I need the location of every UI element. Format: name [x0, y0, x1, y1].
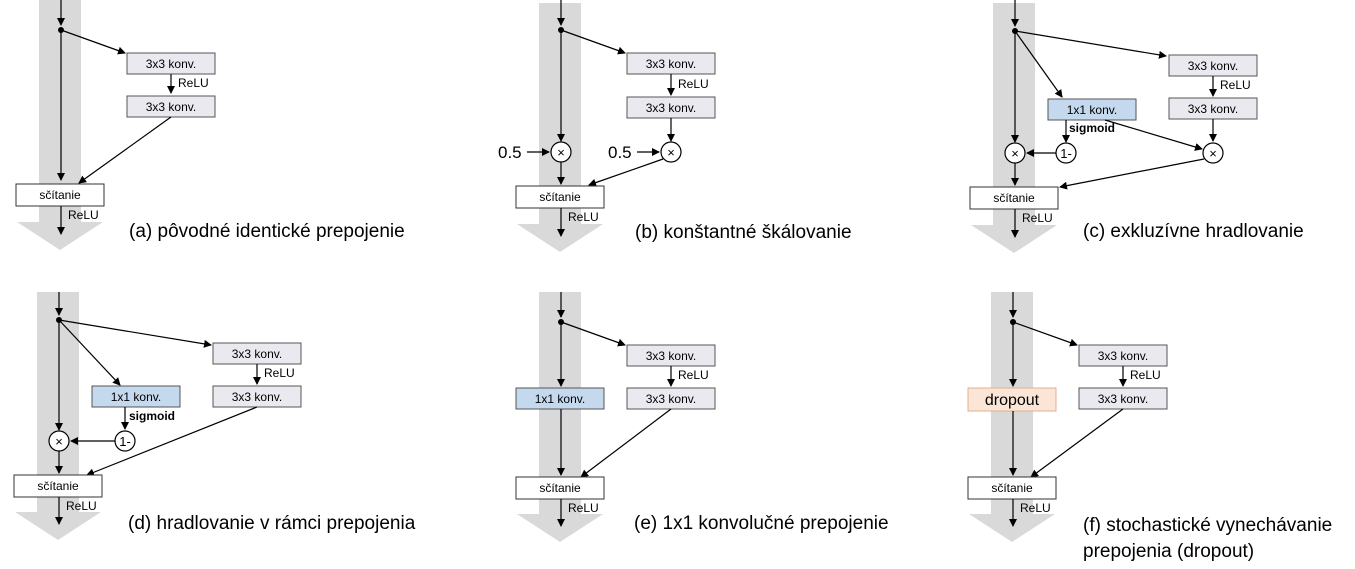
conv1-shortcut-box — [515, 387, 605, 410]
panel-c: 3x3 konv. ReLU 3x3 konv. 1x1 konv. sigmo… — [969, 0, 1304, 253]
relu-label: ReLU — [178, 76, 209, 90]
multiply-sign: × — [557, 145, 565, 160]
caption-e: (e) 1x1 konvolučné prepojenie — [634, 513, 889, 534]
caption-f-line2: prepojenia (dropout) — [1083, 541, 1254, 562]
sum-label: sčítanie — [37, 479, 79, 493]
caption-c: (c) exkluzívne hradlovanie — [1083, 221, 1304, 242]
conv3-label: 3x3 konv. — [1188, 59, 1238, 73]
conv1-label: 1x1 konv. — [535, 392, 585, 406]
conv3-label: 3x3 konv. — [146, 100, 196, 114]
sum-box — [969, 186, 1059, 210]
relu-label: ReLU — [1022, 211, 1053, 225]
relu-label: ReLU — [678, 368, 709, 382]
sum-label: sčítanie — [539, 481, 581, 495]
multiply-node — [660, 141, 682, 163]
sum-box — [515, 476, 605, 500]
sum-box — [15, 183, 105, 207]
caption-f-line1: (f) stochastické vynechávanie — [1083, 515, 1332, 536]
conv3-label: 3x3 konv. — [146, 57, 196, 71]
panel-b: 3x3 konv. ReLU 3x3 konv. × × 0.5 0.5 sčí… — [498, 0, 852, 252]
conv3-label: 3x3 konv. — [232, 390, 282, 404]
caption-a: (a) pôvodné identické prepojenie — [129, 221, 405, 242]
multiply-sign: × — [55, 434, 63, 449]
multiply-node — [1202, 142, 1224, 164]
conv3-label: 3x3 konv. — [1188, 102, 1238, 116]
conv1-gate-box — [91, 385, 181, 408]
sum-box — [967, 476, 1057, 500]
relu-label: ReLU — [1220, 78, 1251, 92]
sigmoid-label: sigmoid — [1069, 121, 1115, 135]
panel-a: 3x3 konv. ReLU 3x3 konv. sčítanie ReLU (… — [15, 0, 405, 250]
sigmoid-label: sigmoid — [129, 409, 175, 423]
dropout-label: dropout — [985, 392, 1040, 409]
sum-label: sčítanie — [39, 188, 81, 202]
relu-label: ReLU — [568, 210, 599, 224]
dropout-box — [967, 387, 1057, 412]
panel-d: 3x3 konv. ReLU 3x3 konv. 1x1 konv. sigmo… — [13, 292, 416, 540]
sum-box — [515, 185, 605, 209]
conv3-label: 3x3 konv. — [646, 101, 696, 115]
multiply-sign: × — [667, 145, 675, 160]
sum-label: sčítanie — [993, 191, 1035, 205]
conv1-label: 1x1 konv. — [111, 390, 161, 404]
relu-label: ReLU — [1020, 501, 1051, 515]
conv3-label: 3x3 konv. — [1098, 392, 1148, 406]
relu-label: ReLU — [68, 208, 99, 222]
conv3-label: 3x3 konv. — [646, 349, 696, 363]
relu-label: ReLU — [264, 366, 295, 380]
caption-d: (d) hradlovanie v rámci prepojenia — [128, 513, 416, 534]
one-minus-label: 1- — [1060, 146, 1072, 161]
conv3-label: 3x3 konv. — [646, 392, 696, 406]
relu-label: ReLU — [66, 499, 97, 513]
multiply-sign: × — [1011, 146, 1019, 161]
conv3-label: 3x3 konv. — [646, 57, 696, 71]
relu-label: ReLU — [1130, 368, 1161, 382]
one-minus-label: 1- — [119, 434, 131, 449]
conv1-label: 1x1 konv. — [1067, 103, 1117, 117]
scale-label: 0.5 — [608, 143, 632, 162]
conv1-gate-box — [1047, 98, 1137, 121]
sum-box — [13, 474, 103, 498]
conv3-label: 3x3 konv. — [1098, 349, 1148, 363]
panel-f: 3x3 konv. ReLU 3x3 konv. dropout sčítani… — [967, 292, 1332, 562]
sum-label: sčítanie — [539, 190, 581, 204]
relu-label: ReLU — [568, 501, 599, 515]
scale-label: 0.5 — [498, 143, 522, 162]
conv3-label: 3x3 konv. — [232, 347, 282, 361]
multiply-sign: × — [1209, 146, 1217, 161]
caption-b: (b) konštantné škálovanie — [635, 222, 852, 243]
panel-e: 3x3 konv. ReLU 3x3 konv. 1x1 konv. sčíta… — [515, 292, 889, 542]
sum-label: sčítanie — [991, 481, 1033, 495]
relu-label: ReLU — [678, 77, 709, 91]
